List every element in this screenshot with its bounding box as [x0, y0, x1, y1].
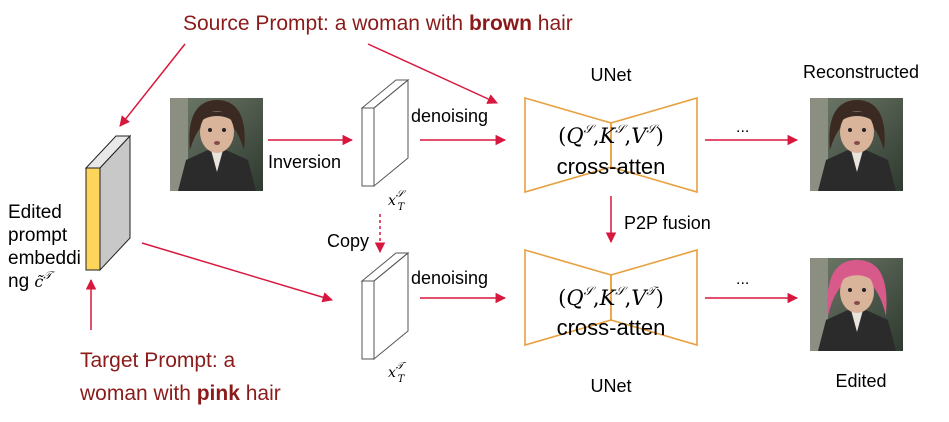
target-prompt-line2: woman with pink hair — [79, 382, 281, 405]
latent-source-box — [360, 78, 410, 188]
p2p-fusion-label: P2P fusion — [624, 213, 711, 233]
copy-label: Copy — [327, 231, 369, 251]
source-face-image — [170, 98, 263, 191]
edited-label: Edited — [835, 371, 886, 391]
reconstructed-face-image — [810, 98, 903, 191]
embedding-label-2: prompt — [8, 225, 68, 246]
unet-bottom — [524, 248, 698, 347]
unet-top — [524, 96, 698, 194]
ellipsis-top: ... — [736, 119, 749, 136]
embedding-block — [84, 134, 132, 272]
qkv-top: (Q𝒮,K𝒮,V𝒮) — [558, 122, 664, 148]
inversion-label: Inversion — [268, 152, 341, 172]
arrow-source-to-unet — [367, 43, 498, 104]
arrow-source-to-embedding — [119, 43, 186, 127]
edited-face-image — [810, 258, 903, 351]
embedding-label-4: ng c̃𝒯 — [8, 269, 55, 292]
unet-bottom-label: UNet — [590, 376, 631, 396]
unet-top-label: UNet — [590, 65, 631, 85]
ellipsis-bottom: ... — [736, 271, 749, 288]
target-prompt-line1: Target Prompt: a — [80, 349, 236, 372]
latent-target-box — [360, 251, 410, 361]
denoising-top-label: denoising — [411, 106, 488, 126]
embedding-label-1: Edited — [8, 202, 62, 223]
cross-atten-top: cross-atten — [557, 154, 666, 179]
reconstructed-label: Reconstructed — [803, 62, 919, 82]
qkv-bottom: (Q𝒮,K𝒮,V𝒯) — [558, 284, 664, 310]
source-prompt: Source Prompt: a woman with brown hair — [183, 12, 573, 35]
embedding-label-3: embeddi — [8, 248, 81, 269]
cross-atten-bottom: cross-atten — [557, 315, 666, 340]
arrow-embedding-to-latent — [141, 242, 334, 303]
denoising-bottom-label: denoising — [411, 268, 488, 288]
